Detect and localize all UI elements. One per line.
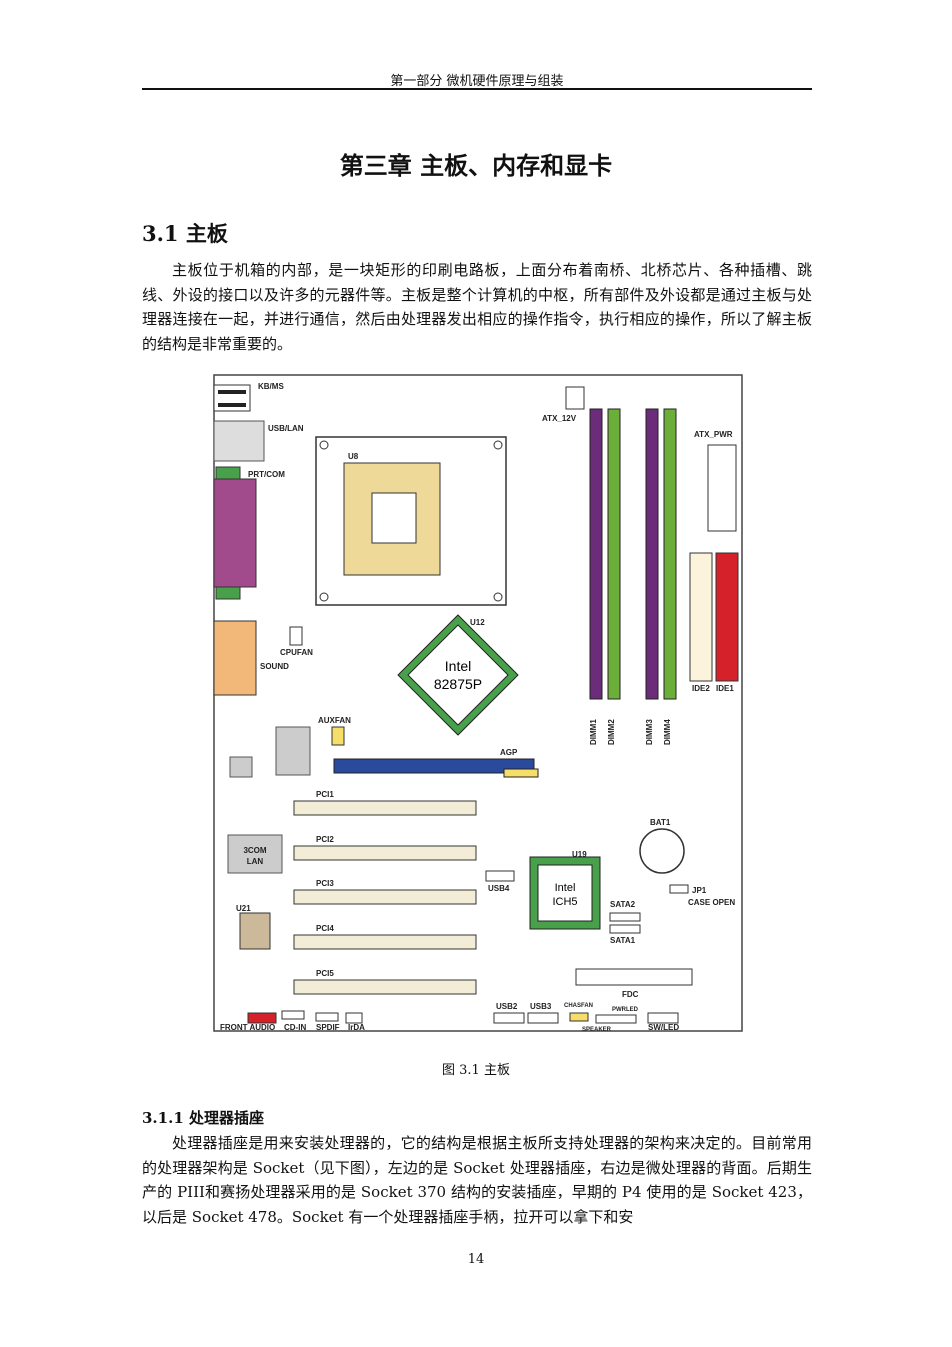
atx12v-connector (565, 386, 585, 410)
label-dimm2: DIMM2 (607, 719, 616, 745)
irda-header (345, 1012, 363, 1024)
label-ich5: ICH5 (552, 896, 577, 908)
label-u19: U19 (572, 850, 587, 859)
section-heading: 3.1 主板 (142, 221, 228, 246)
prt-com-connector (213, 478, 257, 588)
label-jp1: JP1 (692, 886, 707, 895)
page-number: 14 (467, 1252, 485, 1267)
prt-com-bracket-bottom (215, 586, 241, 600)
label-pci5: PCI5 (316, 969, 334, 978)
label-caseopen: CASE OPEN (688, 898, 735, 907)
label-atxpwr: ATX_PWR (694, 430, 733, 439)
chapter-title: 第三章 主板、内存和显卡 (339, 151, 613, 180)
label-sata1: SATA1 (610, 936, 636, 945)
swled-header (647, 1012, 679, 1024)
label-82875p: 82875P (434, 676, 482, 692)
label-u8: U8 (348, 452, 359, 461)
subsection-heading: 3.1.1 处理器插座 (142, 1109, 264, 1127)
spdif-header (315, 1012, 339, 1022)
bios-chip (239, 912, 271, 950)
label-3com: 3COM (243, 846, 266, 855)
label-usb3: USB3 (530, 1002, 552, 1011)
label-agp: AGP (500, 748, 518, 757)
label-cdin: CD-IN (284, 1023, 306, 1032)
cpu-socket (315, 436, 507, 606)
paragraph-socket: 处理器插座是用来安装处理器的，它的结构是根据主板所支持处理器的架构来决定的。目前… (142, 1134, 812, 1226)
running-header: 第一部分 微机硬件原理与组装 (390, 74, 564, 89)
chasfan-header (569, 1012, 589, 1022)
header-rule (142, 88, 812, 90)
agp-slot (333, 758, 535, 774)
prt-com-bracket-top (215, 466, 241, 480)
usb4-header (485, 870, 515, 882)
sata2-connector (609, 912, 641, 922)
label-dimm3: DIMM3 (645, 719, 654, 745)
auxfan-header (331, 726, 345, 746)
label-ide1: IDE1 (716, 684, 734, 693)
southbridge-core (537, 864, 593, 922)
sata1-connector (609, 924, 641, 934)
cd-in-header (281, 1010, 305, 1020)
label-pci4: PCI4 (316, 924, 334, 933)
label-sata2: SATA2 (610, 900, 636, 909)
paragraph-intro: 主板位于机箱的内部，是一块矩形的印刷电路板，上面分布着南桥、北桥芯片、各种插槽、… (142, 261, 812, 353)
label-sound: SOUND (260, 662, 289, 671)
label-pci2: PCI2 (316, 835, 334, 844)
label-spdif: SPDIF (316, 1023, 340, 1032)
fdc-connector (575, 968, 693, 986)
sound-connector (213, 620, 257, 696)
jp1-jumper (669, 884, 689, 894)
lan-chip (227, 834, 283, 874)
label-auxfan: AUXFAN (318, 716, 351, 725)
usb-lan-connector (213, 420, 265, 462)
label-dimm1: DIMM1 (589, 719, 598, 745)
battery (639, 828, 685, 874)
motherboard-diagram: KB/MS USB/LAN PRT/COM SOUND U8 ATX_12V D… (213, 374, 743, 1033)
ide2-connector (689, 552, 713, 682)
atx-pwr-connector (707, 444, 737, 532)
label-intel-sb: Intel (555, 882, 576, 894)
label-ide2: IDE2 (692, 684, 710, 693)
agp-retention (503, 768, 539, 778)
label-speaker: SPEAKER (582, 1027, 612, 1033)
label-bat1: BAT1 (650, 818, 671, 827)
label-chasfan: CHASFAN (564, 1003, 593, 1009)
label-cpufan: CPUFAN (280, 648, 313, 657)
label-front-audio: FRONT AUDIO (220, 1023, 275, 1032)
usb3-header (527, 1012, 559, 1024)
label-lan: LAN (247, 857, 264, 866)
northbridge-chip (397, 614, 519, 736)
label-u12: U12 (470, 618, 485, 627)
label-irda: IrDA (348, 1023, 365, 1032)
kbms-connector (213, 384, 251, 412)
label-pci3: PCI3 (316, 879, 334, 888)
dimm-slots (589, 408, 677, 700)
label-atx12v: ATX_12V (542, 414, 577, 423)
label-fdc: FDC (622, 990, 639, 999)
pci-slots (293, 800, 477, 995)
label-swled: SW/LED (648, 1023, 679, 1032)
label-usb2: USB2 (496, 1002, 518, 1011)
alc-chip (229, 756, 253, 778)
winbond-chip (275, 726, 311, 776)
front-audio-header (247, 1012, 277, 1024)
label-dimm4: DIMM4 (663, 719, 672, 745)
label-pwrled: PWRLED (612, 1007, 639, 1013)
label-usb4: USB4 (488, 884, 510, 893)
figure-caption: 图 3.1 主板 (442, 1063, 510, 1078)
usb2-header (493, 1012, 525, 1024)
label-kbms: KB/MS (258, 382, 284, 391)
pwrled-header (595, 1014, 637, 1024)
label-usblan: USB/LAN (268, 424, 304, 433)
ide1-connector (715, 552, 739, 682)
label-intel-nb: Intel (445, 658, 471, 674)
label-prtcom: PRT/COM (248, 470, 285, 479)
label-u21: U21 (236, 904, 251, 913)
label-pci1: PCI1 (316, 790, 334, 799)
cpufan-header (289, 626, 303, 646)
